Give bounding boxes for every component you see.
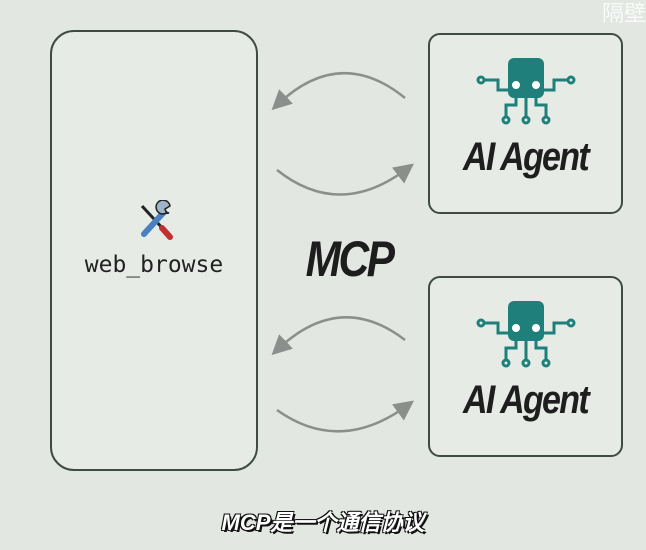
agent-label: AI Agent bbox=[463, 135, 590, 179]
arrow-to-tool-1 bbox=[271, 71, 406, 111]
watermark: 隔壁 bbox=[601, 1, 646, 26]
agent-box-2: AI Agent bbox=[428, 276, 623, 457]
arrow-to-agent-1 bbox=[276, 163, 414, 196]
arrow-to-agent-2 bbox=[276, 400, 415, 433]
tool-name: web_browse bbox=[84, 252, 224, 278]
arrow-to-tool-2 bbox=[271, 316, 406, 356]
robot-octopus-icon bbox=[476, 58, 576, 125]
robot-octopus-icon bbox=[476, 301, 576, 368]
agent-box-1: AI Agent bbox=[428, 33, 623, 214]
subtitle-caption: MCP是一个通信协议 bbox=[221, 510, 425, 535]
protocol-label: MCP bbox=[305, 231, 395, 287]
tool-box: web_browse bbox=[50, 30, 258, 471]
wrench-screwdriver-icon bbox=[140, 200, 173, 240]
agent-label: AI Agent bbox=[463, 378, 590, 422]
